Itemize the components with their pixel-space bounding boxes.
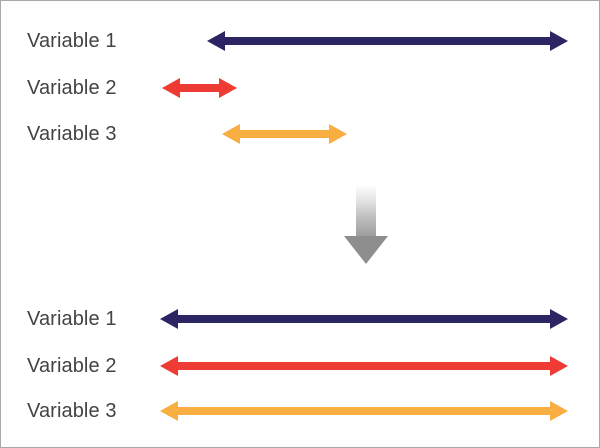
arrowhead-right-icon [329, 124, 347, 144]
after-arrow-variable-2 [160, 349, 568, 383]
arrowhead-right-icon [550, 309, 568, 329]
arrowhead-left-icon [207, 31, 225, 51]
before-arrow-variable-3 [222, 117, 347, 151]
arrowhead-left-icon [160, 356, 178, 376]
before-label-variable-2: Variable 2 [27, 77, 117, 99]
before-row-variable-3: Variable 3 [1, 117, 599, 151]
before-label-variable-3: Variable 3 [27, 123, 117, 145]
after-row-variable-2: Variable 2 [1, 349, 599, 383]
arrowhead-left-icon [162, 78, 180, 98]
arrow-shaft [177, 407, 551, 415]
arrow-shaft [356, 186, 376, 238]
arrow-shaft [177, 362, 551, 370]
arrowhead-right-icon [219, 78, 237, 98]
before-label-variable-1: Variable 1 [27, 30, 117, 52]
after-arrow-variable-1 [160, 302, 568, 336]
arrowhead-right-icon [550, 31, 568, 51]
before-panel: Variable 1 Variable 2 Variable 3 [1, 1, 599, 176]
after-arrow-variable-3 [160, 394, 568, 428]
arrowhead-right-icon [550, 401, 568, 421]
arrowhead-down-icon [344, 236, 388, 264]
before-arrow-variable-1 [207, 24, 568, 58]
after-label-variable-1: Variable 1 [27, 308, 117, 330]
before-row-variable-1: Variable 1 [1, 24, 599, 58]
arrowhead-right-icon [550, 356, 568, 376]
after-label-variable-3: Variable 3 [27, 400, 117, 422]
arrowhead-left-icon [160, 309, 178, 329]
after-row-variable-3: Variable 3 [1, 394, 599, 428]
after-panel: Variable 1 Variable 2 Variable 3 [1, 291, 599, 447]
arrowhead-left-icon [222, 124, 240, 144]
arrow-shaft [177, 315, 551, 323]
arrow-shaft [239, 130, 330, 138]
before-row-variable-2: Variable 2 [1, 71, 599, 105]
arrow-shaft [224, 37, 551, 45]
after-row-variable-1: Variable 1 [1, 302, 599, 336]
before-arrow-variable-2 [162, 71, 237, 105]
arrowhead-left-icon [160, 401, 178, 421]
arrow-shaft [179, 84, 220, 92]
downward-arrow-icon [344, 186, 388, 264]
after-label-variable-2: Variable 2 [27, 355, 117, 377]
